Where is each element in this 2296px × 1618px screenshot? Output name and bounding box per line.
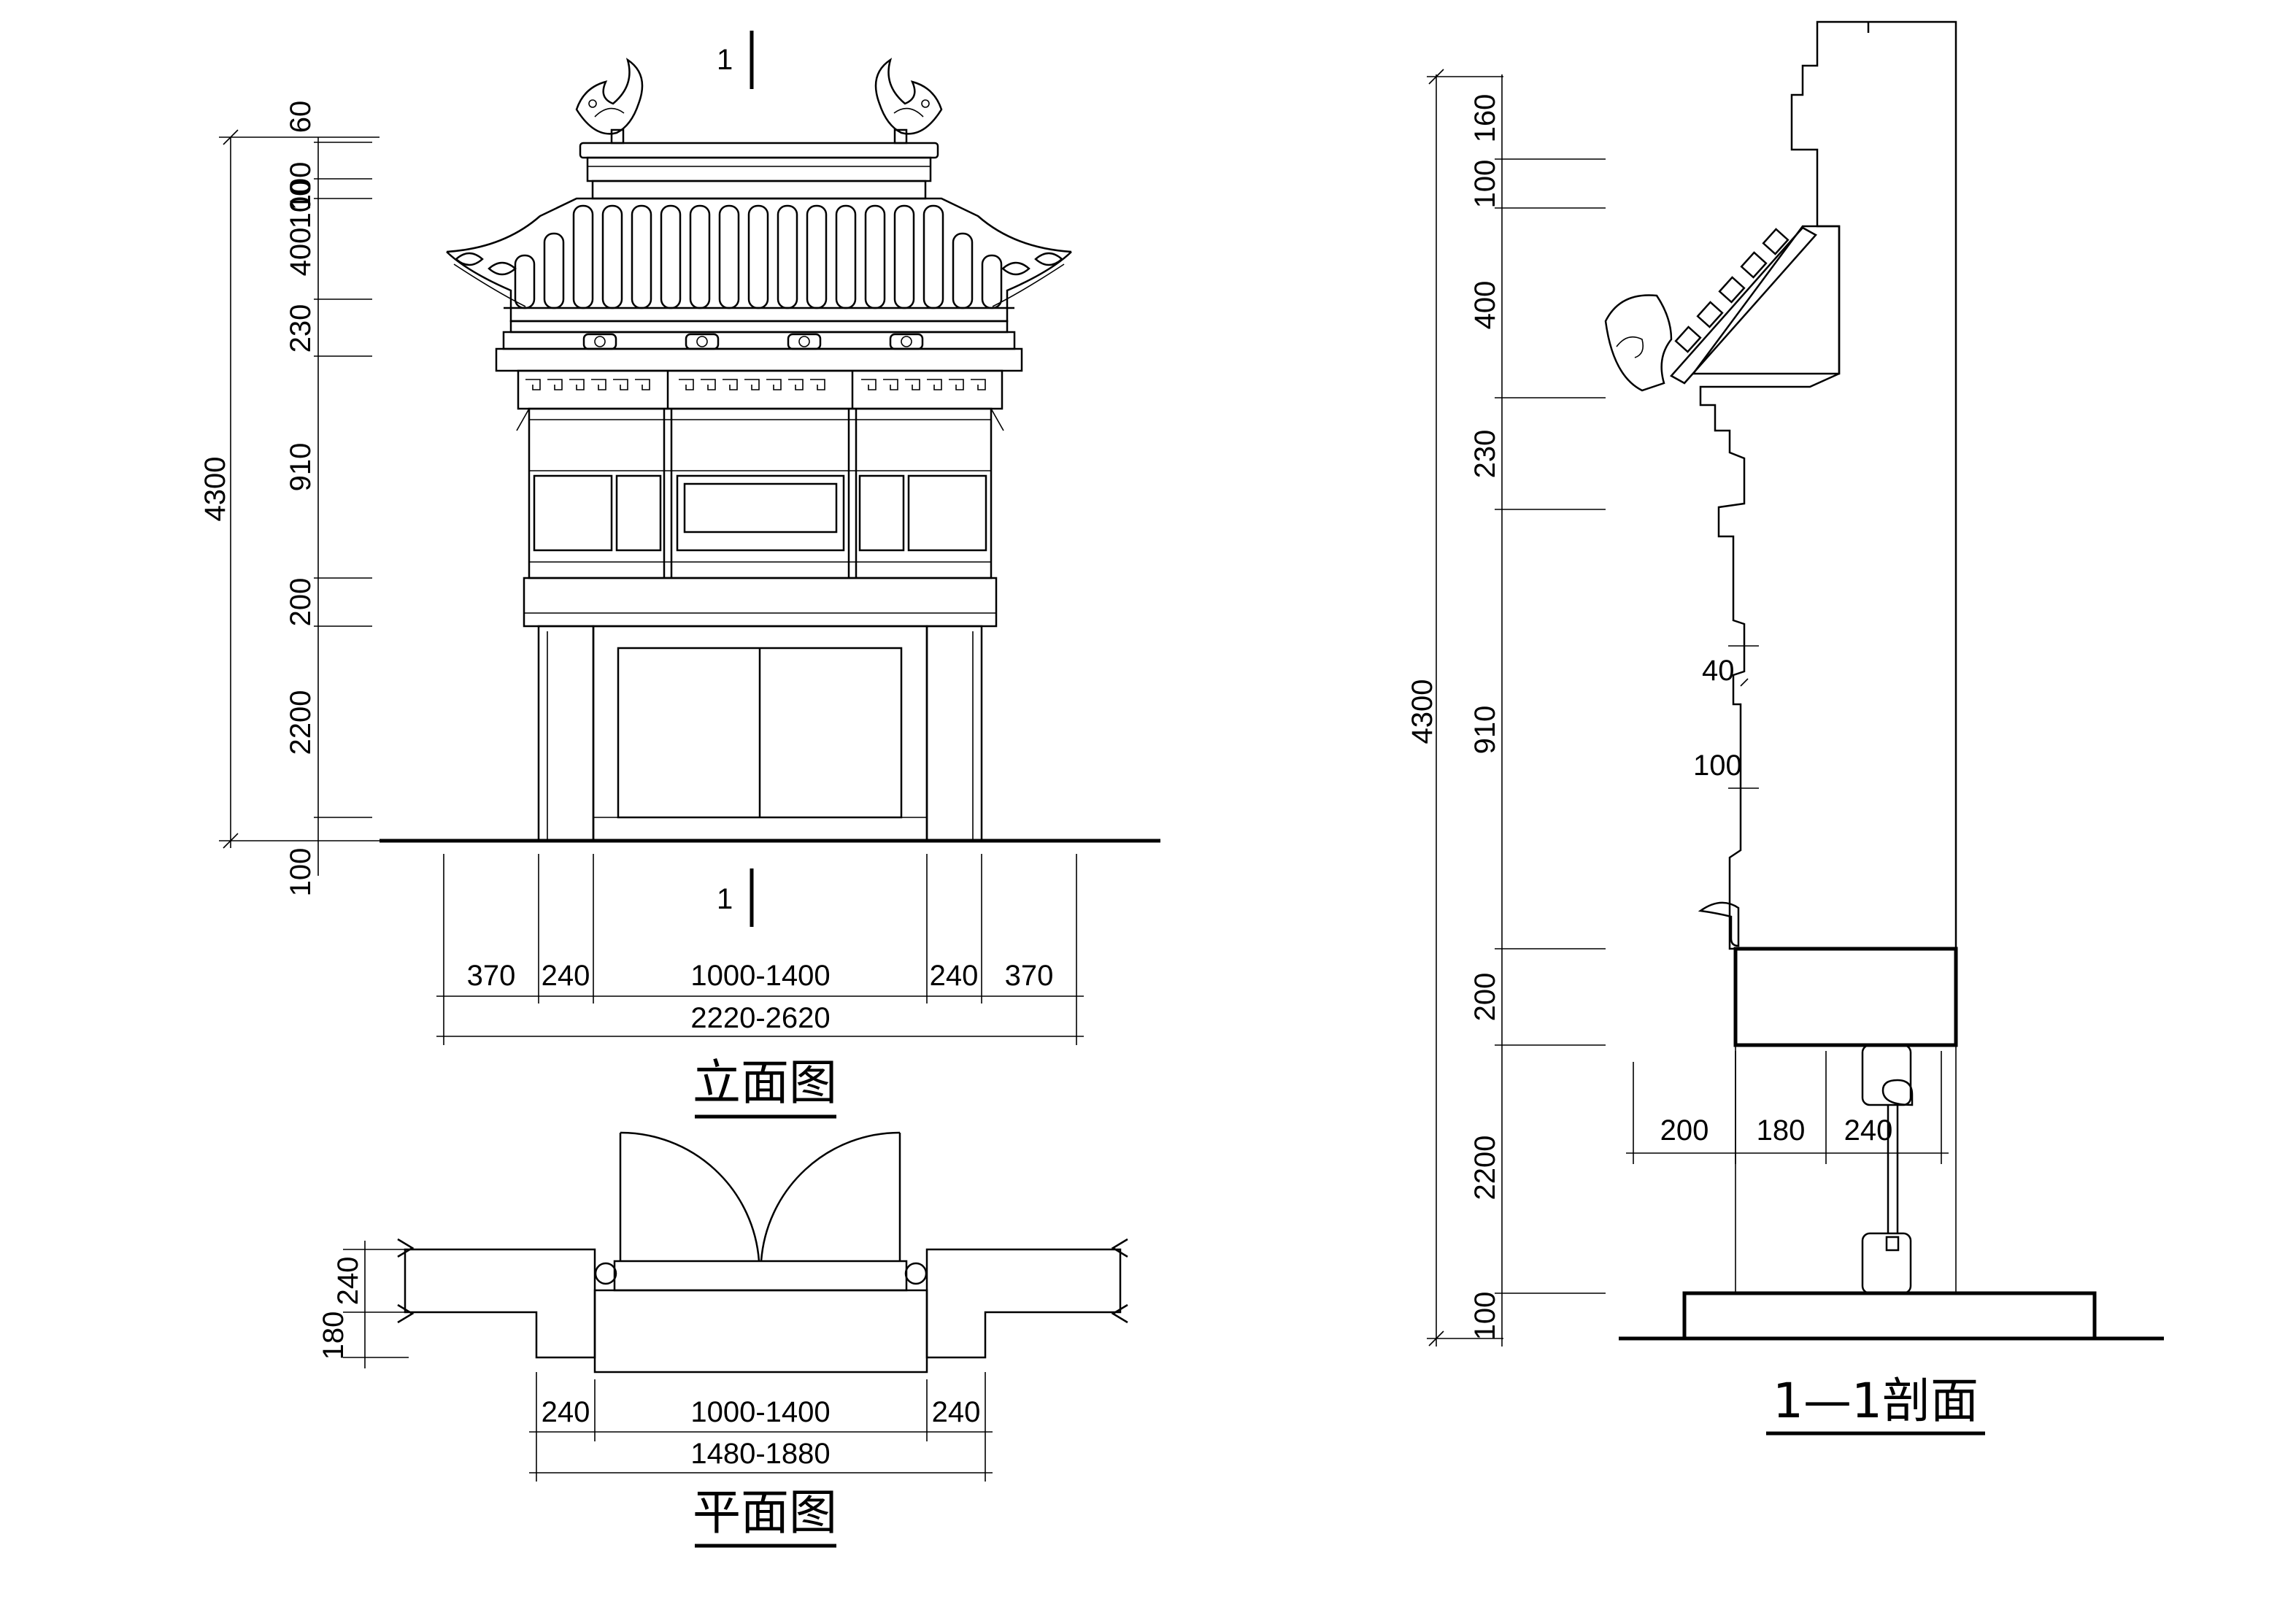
section-inner-dims: 40 100 [1693,645,1759,789]
section-mark-label-top: 1 [717,44,733,76]
section-dim-200-h: 200 [1660,1114,1709,1147]
section-roof-core [1691,225,1841,375]
elev-dim-total: 2220-2620 [690,1002,830,1034]
plan-dim-180: 180 [317,1311,350,1360]
plan-title: 平面图 [693,1484,837,1541]
elevation-horizontal-dims: 370 240 1000-1400 240 370 2220-2620 [436,854,1084,1045]
door-top-block [1861,1044,1912,1106]
plan-drawing: 240 180 240 1000-1400 240 1480-1880 平面图 [317,1131,1128,1548]
section-dim-200: 200 [1469,973,1501,1022]
plan-vertical-dims: 240 180 [317,1241,409,1368]
section-dim-2200: 2200 [1469,1136,1501,1201]
elev-dim-400: 400 [285,228,317,277]
lintel [523,577,998,628]
section-vertical-dims: 4300 160 100 400 230 910 200 2200 100 [1406,69,1606,1347]
section-base-slab [1682,1291,2097,1341]
elev-total-height: 4300 [199,457,231,522]
ridge-ornament-left [575,58,644,145]
plan-left-wall [404,1248,596,1359]
elev-dim-opening: 1000-1400 [690,960,830,992]
panel-left [533,474,613,552]
eave-scroll-left [455,252,484,266]
plan-horizontal-dims: 240 1000-1400 240 1480-1880 [529,1372,993,1482]
section-title: 1—1剖面 [1773,1373,1979,1429]
elev-dim-200: 200 [285,578,317,627]
panel-center [676,474,845,552]
section-dim-400: 400 [1469,281,1501,330]
section-dim-910: 910 [1469,706,1501,755]
bracket-rosettes [582,333,924,350]
elev-dim-240-left: 240 [542,960,590,992]
roof-tiles [514,204,1003,309]
plan-right-wall [925,1248,1122,1359]
elev-dim-910: 910 [285,443,317,492]
panel-frame [528,407,993,579]
elevation-vertical-dims: 4300 60 100 100 400 230 910 200 2200 100 [199,101,380,897]
section-drawing: 40 100 4300 160 100 400 230 910 200 [1406,20,2164,1436]
section-dim-240-h: 240 [1844,1114,1893,1147]
section-dim-100-inner: 100 [1693,750,1742,782]
plan-dim-opening: 1000-1400 [690,1396,830,1428]
ridge-band [591,180,927,200]
plan-dim-total: 1480-1880 [690,1438,830,1470]
elev-dim-240-right: 240 [930,960,979,992]
elev-dim-100b: 100 [285,180,317,229]
bracket-band [495,347,1023,372]
roof-outline [446,251,1072,323]
section-plinth [1733,947,1958,1047]
section-mark-label-bottom: 1 [717,883,733,915]
elev-dim-100c: 100 [285,848,317,897]
elevation-title: 立面图 [693,1055,837,1111]
plan-dim-240-right: 240 [932,1396,981,1428]
ridge-ornament-right [874,58,943,145]
plan-door-frame [613,1260,908,1292]
section-dim-160: 160 [1469,94,1501,143]
section-dim-100a: 100 [1469,160,1501,209]
elev-dim-2200: 2200 [285,690,317,755]
section-roof-tiles [1604,226,1817,392]
section-horizontal-dims: 200 180 240 [1626,1051,1949,1164]
elev-dim-60: 60 [285,101,317,134]
section-dim-40: 40 [1702,655,1735,687]
panel-right [907,474,987,552]
elev-dim-370-right: 370 [1005,960,1054,992]
door-swing-left [620,1131,760,1262]
elev-dim-230: 230 [285,304,317,353]
elev-dim-370-left: 370 [467,960,516,992]
section-dim-230: 230 [1469,430,1501,479]
plan-dim-240: 240 [332,1257,364,1306]
eave-scroll-right [1034,252,1063,266]
elevation-drawing: 1 1 4300 60 100 100 400 230 910 2 [199,31,1160,1119]
section-wall-body [1699,20,1957,950]
fret-frieze [517,369,1003,410]
section-total-height: 4300 [1406,679,1438,744]
plan-threshold [593,1289,928,1374]
section-dim-100b: 100 [1469,1292,1501,1341]
elev-dim-100a: 100 [285,162,317,211]
section-dim-180-h: 180 [1757,1114,1806,1147]
plan-dim-240-left: 240 [542,1396,590,1428]
door-swing-right [760,1131,901,1262]
